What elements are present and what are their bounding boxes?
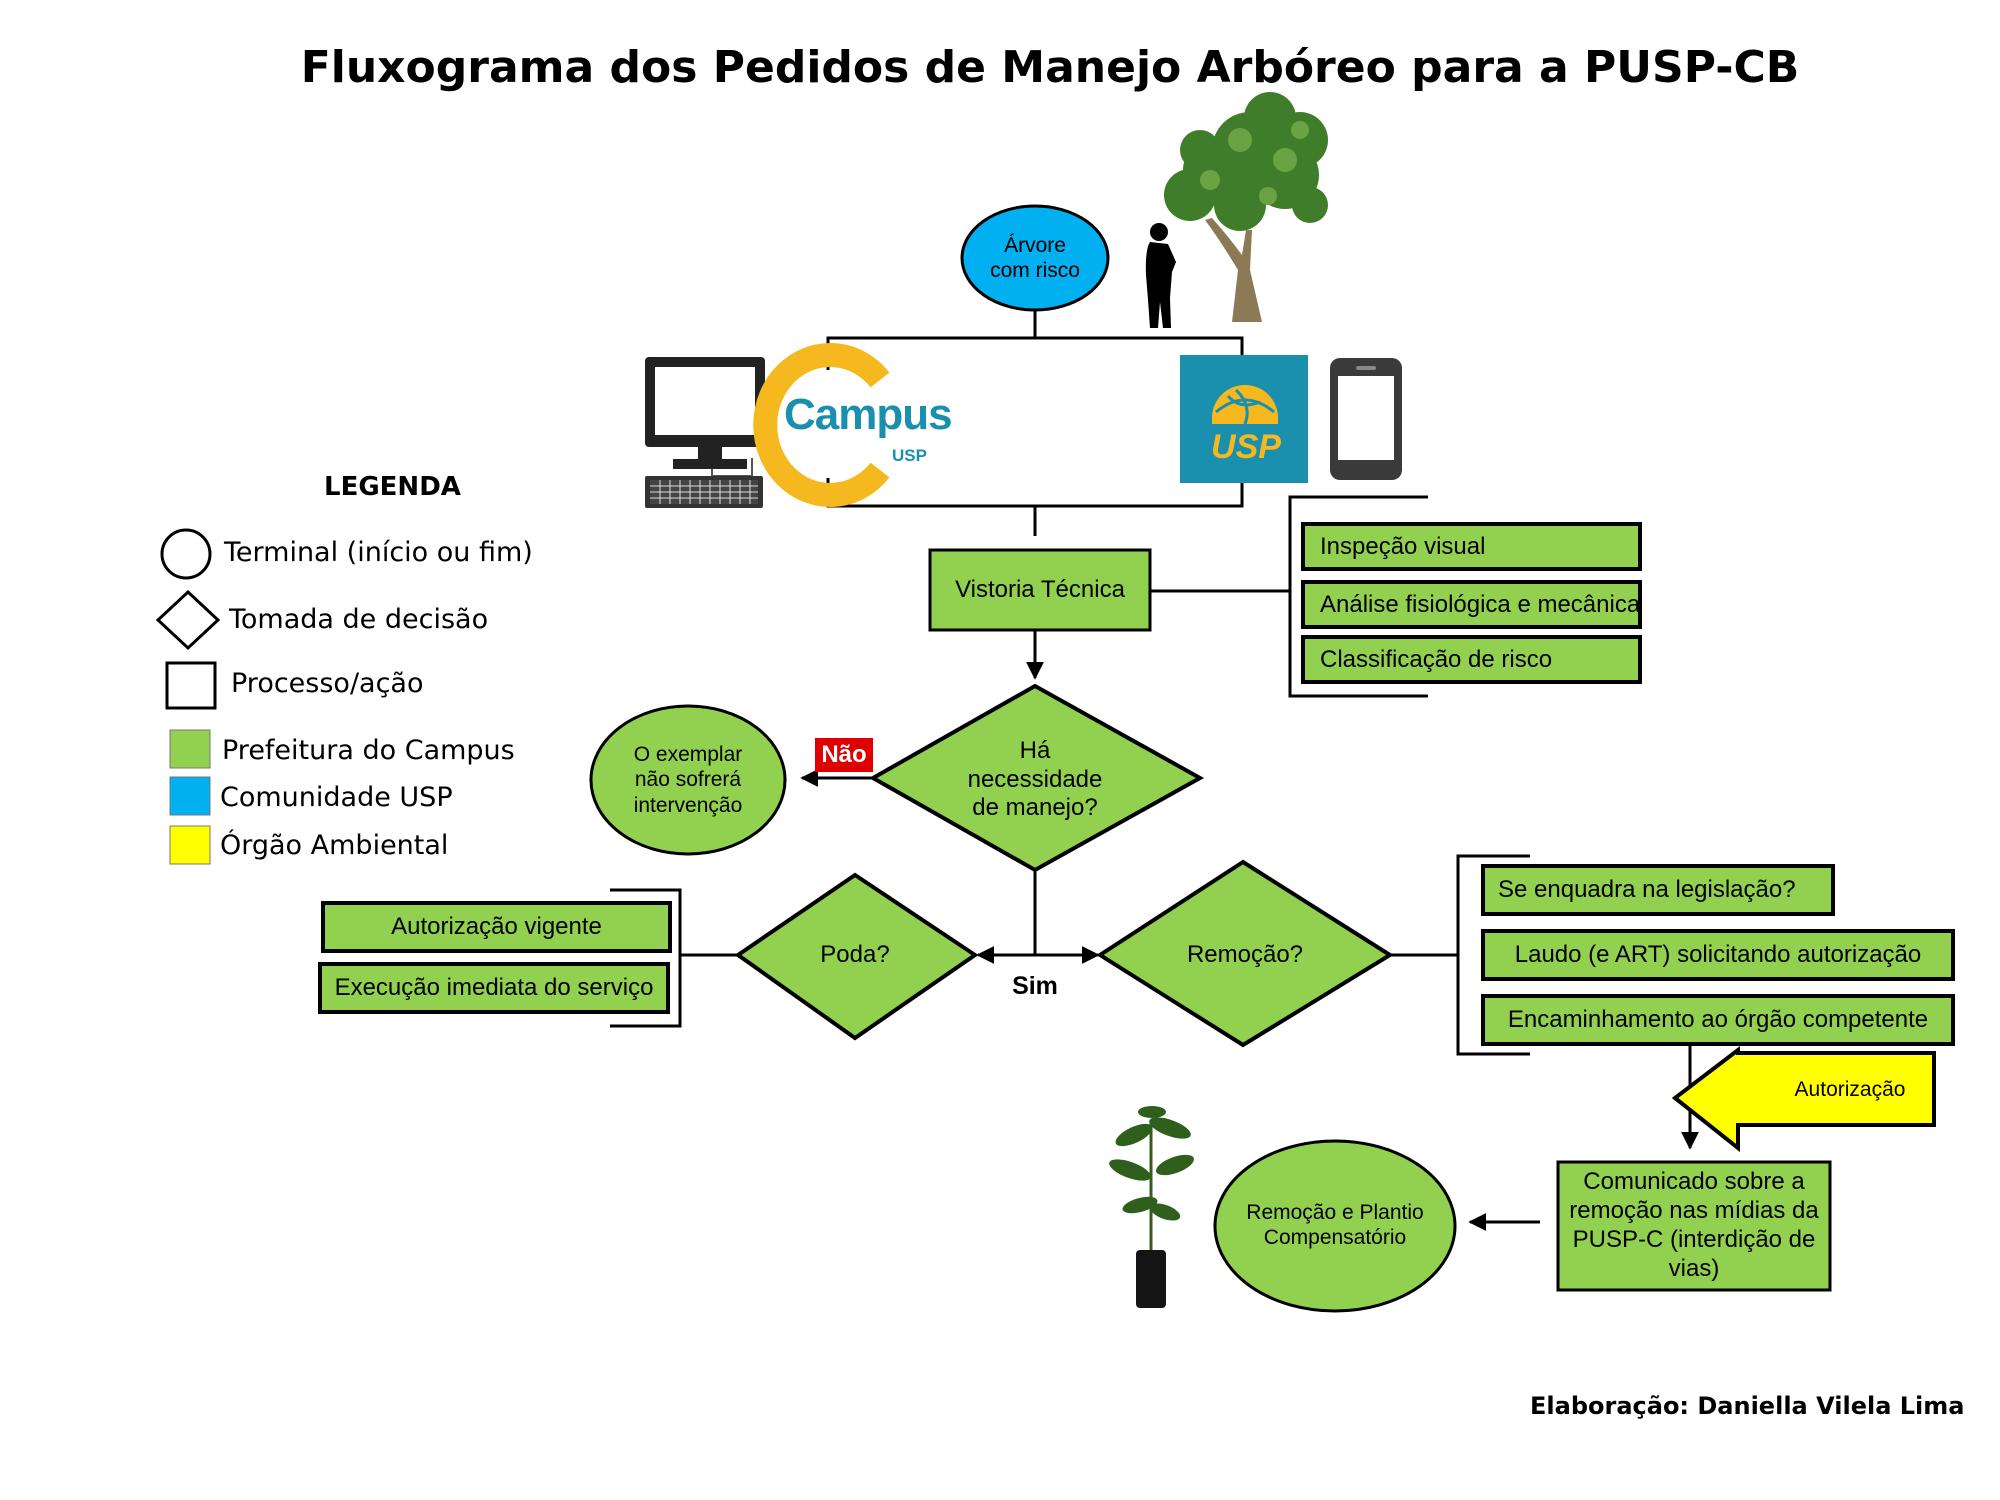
page-title: Fluxograma dos Pedidos de Manejo Arbóreo… — [300, 42, 1800, 93]
remocao-step-box — [1481, 994, 1955, 1046]
no-intervention-label: O exemplar não sofrerá intervenção — [633, 743, 743, 817]
vistoria-step-3: Classificação de risco — [1320, 645, 1553, 673]
vistoria-box — [928, 548, 1152, 632]
legend-square-icon — [165, 661, 217, 710]
legend-circle-icon — [160, 528, 212, 580]
brackets — [610, 495, 1530, 1056]
authorization-label: Autorização — [1794, 1077, 1906, 1101]
remocao-step-box — [1481, 929, 1955, 981]
decision-remocao — [1096, 859, 1394, 1048]
poda-step-box — [318, 962, 670, 1014]
poda-step-box — [321, 901, 672, 953]
usp-logo-text: USP — [1211, 428, 1281, 466]
legend-color-blue — [169, 776, 211, 816]
campus-logo-text: Campus — [784, 390, 953, 439]
legend-item-prefeitura: Prefeitura do Campus — [222, 735, 515, 766]
campus-usp-logo — [753, 343, 890, 507]
poda-step-1: Autorização vigente — [391, 912, 602, 940]
computer-icon — [645, 357, 765, 508]
start-terminal — [960, 204, 1110, 312]
legend-item-decision: Tomada de decisão — [229, 604, 489, 635]
seedling-icon — [1109, 1106, 1194, 1308]
authorization-arrow-shape — [1671, 1045, 1936, 1153]
remocao-step-1: Se enquadra na legislação? — [1498, 876, 1796, 904]
yes-label: Sim — [1012, 972, 1058, 1000]
end-terminal — [1213, 1139, 1457, 1313]
decision-poda — [734, 872, 979, 1041]
credit-text: Elaboração: Daniella Vilela Lima — [1530, 1392, 1965, 1420]
tree-icon — [1164, 92, 1328, 322]
remocao-step-2: Laudo (e ART) solicitando autorização — [1514, 940, 1922, 968]
legend-item-comunidade: Comunidade USP — [220, 782, 453, 813]
vistoria-step-1: Inspeção visual — [1320, 532, 1486, 560]
decision-poda-label: Poda? — [820, 940, 890, 968]
start-label: Árvore com risco — [990, 233, 1080, 282]
comunicado-label: Comunicado sobre a remoção nas mídias da… — [1569, 1168, 1819, 1282]
decision-manejo — [868, 683, 1205, 873]
person-silhouette-icon — [1145, 223, 1176, 328]
vistoria-step-box — [1301, 522, 1642, 571]
vistoria-step-box — [1301, 635, 1642, 684]
campus-logo-subtext: USP — [892, 446, 927, 465]
comunicado-box — [1556, 1160, 1832, 1292]
no-label: Não — [821, 740, 867, 768]
decision-remocao-label: Remoção? — [1186, 940, 1304, 968]
legend-item-process: Processo/ação — [231, 668, 424, 699]
legend-color-green — [169, 729, 211, 769]
legend-color-yellow — [169, 825, 211, 865]
smartphone-icon — [1330, 358, 1402, 480]
legend-shapes — [155, 528, 221, 865]
vistoria-step-2: Análise fisiológica e mecânica — [1320, 590, 1641, 618]
legend-item-orgao: Órgão Ambiental — [220, 830, 449, 861]
poda-step-2: Execução imediata do serviço — [334, 973, 654, 1001]
remocao-step-box — [1481, 864, 1835, 916]
legend-item-terminal: Terminal (início ou fim) — [224, 537, 533, 568]
end-label: Remoção e Plantio Compensatório — [1246, 1200, 1424, 1249]
remocao-step-3: Encaminhamento ao órgão competente — [1507, 1005, 1929, 1033]
no-intervention-terminal — [589, 704, 787, 856]
legend-heading: LEGENDA — [324, 472, 461, 502]
vistoria-label: Vistoria Técnica — [955, 575, 1125, 603]
vistoria-step-box — [1301, 580, 1642, 629]
decision-manejo-label: Há necessidade de manejo? — [967, 736, 1103, 822]
legend-diamond-icon — [155, 589, 221, 651]
no-badge — [815, 738, 873, 772]
usp-logo — [1180, 355, 1308, 483]
